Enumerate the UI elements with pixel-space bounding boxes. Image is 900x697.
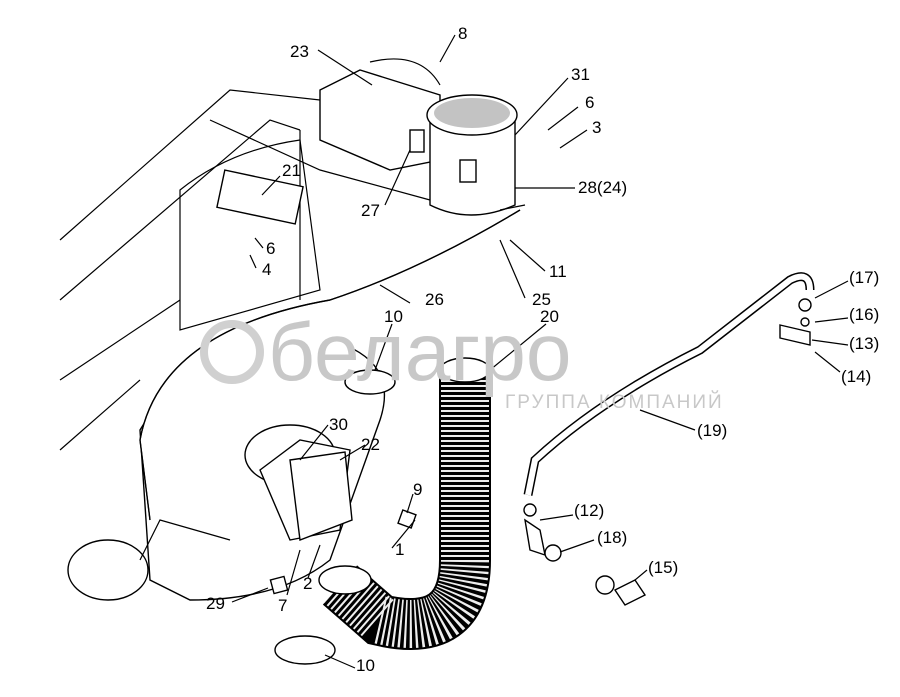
callout-10-bottom: 10 xyxy=(356,656,375,675)
callout-12: (12) xyxy=(574,501,604,520)
callout-8: 8 xyxy=(458,24,467,43)
callout-14: (14) xyxy=(841,367,871,386)
callout-labels: 23 8 31 6 3 21 28(24) 27 6 4 11 25 26 (1… xyxy=(206,24,879,675)
machine-frame xyxy=(59,89,431,451)
adapter-22 xyxy=(259,439,353,541)
callout-7: 7 xyxy=(278,596,287,615)
callout-19: (19) xyxy=(697,421,727,440)
clamp-10-bottom xyxy=(274,635,336,665)
leader-lines xyxy=(231,34,849,669)
fittings xyxy=(269,298,812,606)
callout-4: 4 xyxy=(262,260,271,279)
callout-31: 31 xyxy=(571,65,590,84)
clamp-10-top xyxy=(344,369,396,395)
callout-10-top: 10 xyxy=(384,307,403,326)
callout-18: (18) xyxy=(597,528,627,547)
watermark-subtitle: ГРУППА КОМПАНИЙ xyxy=(505,391,724,413)
callout-22: 22 xyxy=(361,435,380,454)
callout-26: 26 xyxy=(425,290,444,309)
callout-3: 3 xyxy=(592,118,601,137)
flexible-hose-20 xyxy=(318,357,491,650)
callout-9: 9 xyxy=(413,480,422,499)
callout-23: 23 xyxy=(290,42,309,61)
callout-20: 20 xyxy=(540,307,559,326)
callout-6-left: 6 xyxy=(266,239,275,258)
callout-6-top: 6 xyxy=(585,93,594,112)
callout-13: (13) xyxy=(849,334,879,353)
callout-25: 25 xyxy=(532,290,551,309)
callout-11: 11 xyxy=(549,262,567,281)
callout-28-24: 28(24) xyxy=(578,178,627,197)
callout-17: (17) xyxy=(849,268,879,287)
watermark-brand: белагро xyxy=(268,307,572,398)
callout-1: 1 xyxy=(395,540,404,559)
callout-2: 2 xyxy=(303,574,312,593)
callout-30: 30 xyxy=(329,415,348,434)
watermark: белагро ГРУППА КОМПАНИЙ xyxy=(200,307,724,413)
callout-27: 27 xyxy=(361,201,380,220)
callout-16: (16) xyxy=(849,305,879,324)
callout-29: 29 xyxy=(206,594,225,613)
callout-21: 21 xyxy=(282,161,301,180)
callout-15: (15) xyxy=(648,558,678,577)
filter-assembly xyxy=(319,58,526,216)
